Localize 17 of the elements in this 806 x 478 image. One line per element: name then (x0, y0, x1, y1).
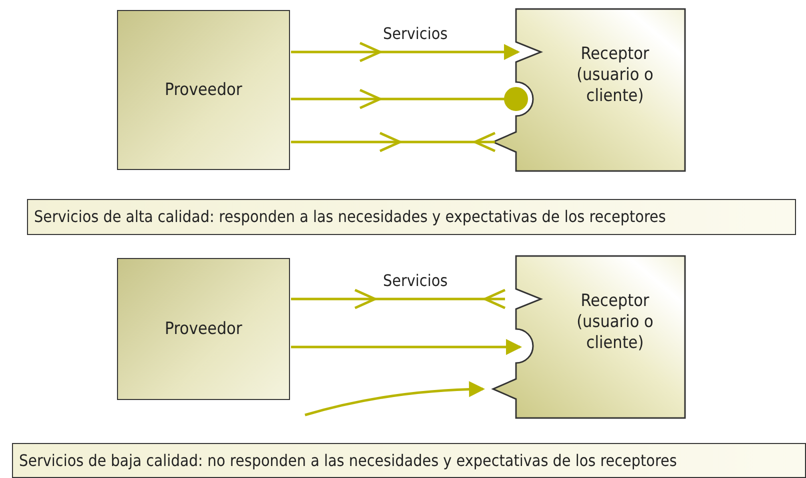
arrow (304, 381, 485, 416)
node-label: Receptor (usuario o cliente) (576, 44, 654, 107)
edge-label: Servicios (383, 271, 448, 290)
edge-label: Servicios (383, 24, 448, 43)
node-label: Servicios de alta calidad: responden a las necesidades y expectativas de los receptores (34, 207, 667, 226)
arrow (291, 42, 520, 62)
node-label: Receptor (usuario o cliente) (576, 291, 654, 354)
arrow (291, 132, 496, 152)
node-label: Proveedor (164, 80, 244, 100)
caption-box (27, 199, 796, 235)
node-label: Servicios de baja calidad: no responden a las necesidades y expectativas de los receptores (19, 451, 678, 470)
arrow (291, 339, 522, 355)
node-label: Proveedor (164, 319, 244, 339)
caption-box (12, 443, 806, 478)
provider-box (117, 258, 290, 400)
arrow (291, 288, 506, 310)
provider-box (117, 10, 290, 170)
